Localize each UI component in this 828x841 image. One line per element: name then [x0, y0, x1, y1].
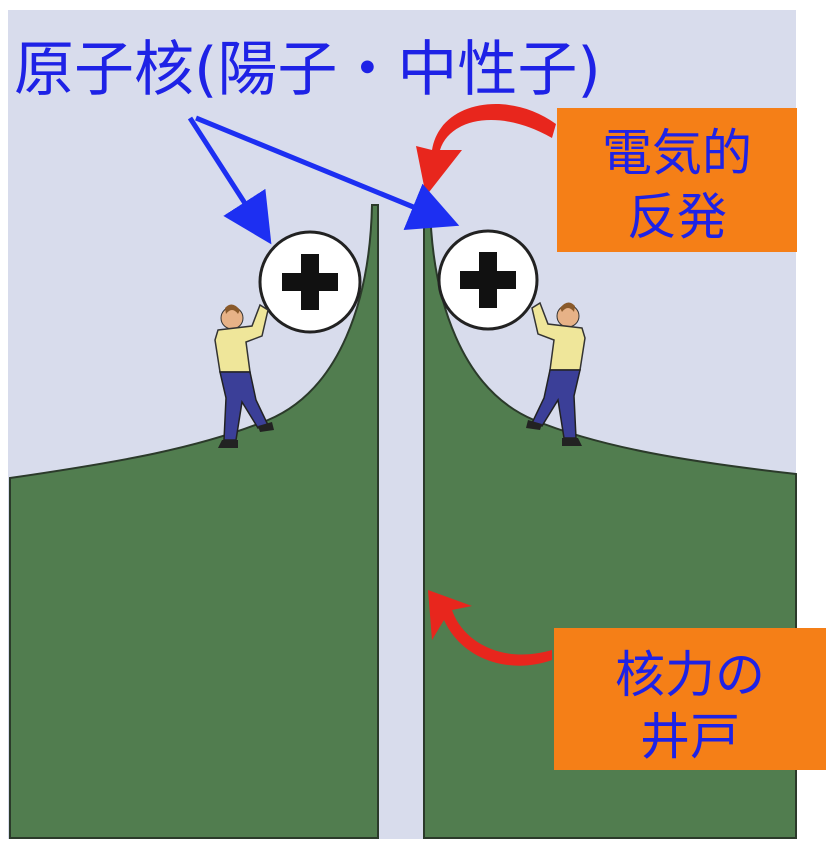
nucleus-title: 原子核(陽子・中性子)	[14, 35, 601, 105]
left-person-pushing	[214, 303, 274, 448]
right-nucleus	[437, 229, 539, 331]
pointer-arrow-left	[187, 116, 272, 245]
nuclear-well-label-line2: 井戸	[640, 708, 740, 766]
nuclear-force-arrow	[428, 590, 552, 666]
nuclear-well-label-line1: 核力の	[615, 646, 765, 704]
repulsion-label-line1: 電気的	[602, 124, 752, 182]
left-potential-wall	[9, 204, 379, 839]
repulsion-label-line2: 反発	[627, 188, 727, 246]
repulsion-force-arrow	[416, 104, 556, 196]
repulsion-label-box: 電気的 反発	[557, 108, 797, 252]
nuclear-well-label-box: 核力の 井戸	[554, 628, 826, 770]
pointer-arrow-right	[195, 115, 460, 230]
left-nucleus	[258, 230, 362, 334]
right-person-pushing	[526, 301, 586, 446]
